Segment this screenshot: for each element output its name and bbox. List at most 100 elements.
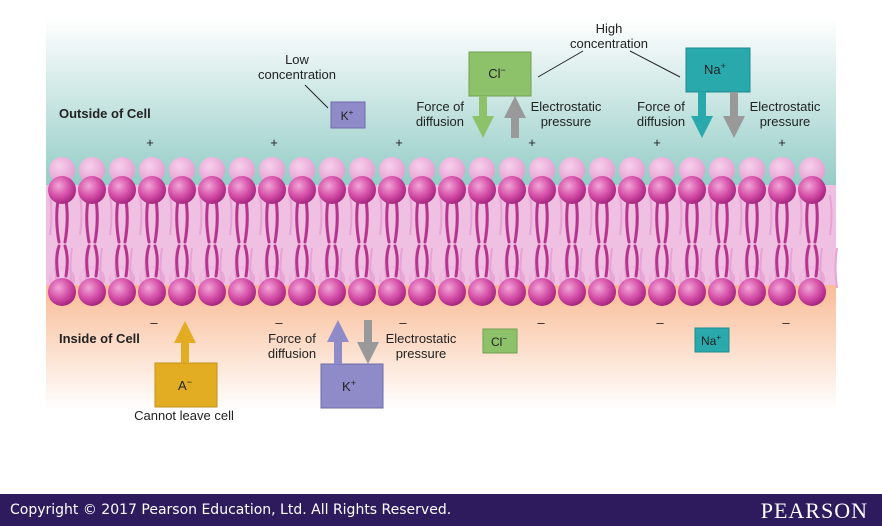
lipid-tail <box>715 244 721 278</box>
lipid-tail <box>603 244 609 278</box>
plus-sign: + <box>270 135 278 150</box>
outside-charges: + + + + + + <box>146 135 786 150</box>
lipid-tail <box>513 244 519 278</box>
lipid-head-back <box>769 157 795 183</box>
svg-text:Na+: Na+ <box>704 61 726 77</box>
lipid-tail <box>483 198 489 244</box>
lipid-tail <box>153 244 159 278</box>
lipid-head <box>588 278 616 306</box>
lipid-tail <box>805 198 811 244</box>
lipid-head <box>678 278 706 306</box>
a-blocked-arrow <box>174 321 196 363</box>
lipid-tail <box>303 244 309 278</box>
lipid-tail-back <box>289 194 293 236</box>
lipid-tail-back <box>499 194 503 236</box>
lipid-tail <box>393 198 399 244</box>
lipid-tail <box>565 244 571 278</box>
lipid-tail-back <box>199 194 203 236</box>
lipid-tail <box>273 198 279 244</box>
svg-text:Cl−: Cl− <box>491 334 507 349</box>
pointer-line <box>537 50 584 78</box>
k-electrostatic-line2: pressure <box>396 346 447 361</box>
lipid-tail <box>595 244 601 278</box>
pointer-line <box>629 50 681 78</box>
lipid-head-back <box>559 157 585 183</box>
lipid-tail <box>663 198 669 244</box>
cannot-leave-cell-label: Cannot leave cell <box>134 408 234 423</box>
lipid-tail-back <box>769 194 773 236</box>
lipid-tail-back <box>229 194 233 236</box>
lipid-tail <box>55 198 61 244</box>
lipid-tail <box>813 244 819 278</box>
lipid-tail <box>625 198 631 244</box>
high-concentration-line1: High <box>596 21 623 36</box>
lipid-tail <box>655 198 661 244</box>
outside-label: Outside of Cell <box>59 106 151 121</box>
cl-force-of-diffusion-line1: Force of <box>416 99 464 114</box>
lipid-tail <box>753 198 759 244</box>
lipid-tail-back <box>679 194 683 236</box>
cl-diffusion-arrow <box>472 96 494 138</box>
na-force-of-diffusion-line2: diffusion <box>637 114 685 129</box>
lipid-tail <box>475 244 481 278</box>
pointer-line <box>304 84 329 109</box>
membrane-front-heads <box>48 176 826 306</box>
lipid-head <box>798 176 826 204</box>
lipid-tail <box>273 244 279 278</box>
lipid-head-back <box>529 157 555 183</box>
lipid-tail-back <box>259 194 263 236</box>
lipid-tail <box>483 244 489 278</box>
lipid-tail <box>145 244 151 278</box>
lipid-head <box>498 176 526 204</box>
cl-electrostatic-arrow <box>504 96 526 138</box>
lipid-tail-back <box>834 247 838 289</box>
lipid-head <box>348 278 376 306</box>
lipid-tail <box>573 198 579 244</box>
lipid-tail <box>363 244 369 278</box>
lipid-tail-back <box>559 194 563 236</box>
lipid-tail <box>505 244 511 278</box>
minus-sign: – <box>782 315 790 330</box>
lipid-tail <box>453 198 459 244</box>
k-ion-inside: K+ <box>320 363 384 409</box>
lipid-tail <box>415 198 421 244</box>
lipid-tail <box>385 198 391 244</box>
lipid-head-back <box>709 157 735 183</box>
lipid-head-back <box>169 157 195 183</box>
lipid-tail <box>723 244 729 278</box>
plus-sign: + <box>146 135 154 150</box>
lipid-head <box>288 176 316 204</box>
lipid-tail <box>745 198 751 244</box>
cl-ion-inside: Cl− <box>482 328 518 354</box>
lipid-tail <box>183 198 189 244</box>
lipid-tail <box>85 244 91 278</box>
cl-ion-outside: Cl− <box>468 51 532 97</box>
lipid-tail-back <box>169 194 173 236</box>
lipid-tail <box>543 244 549 278</box>
minus-sign: – <box>399 315 407 330</box>
lipid-tail <box>453 244 459 278</box>
lipid-head <box>678 176 706 204</box>
svg-text:K+: K+ <box>341 108 354 123</box>
lipid-tail-back <box>139 194 143 236</box>
lipid-head <box>318 278 346 306</box>
lipid-head <box>138 176 166 204</box>
lipid-head <box>708 176 736 204</box>
lipid-head <box>78 278 106 306</box>
lipid-head-back <box>499 157 525 183</box>
lipid-head-back <box>439 157 465 183</box>
lipid-tail <box>265 244 271 278</box>
plus-sign: + <box>778 135 786 150</box>
lipid-tail <box>663 244 669 278</box>
lipid-tail <box>63 244 69 278</box>
lipid-tail <box>93 198 99 244</box>
minus-sign: – <box>537 315 545 330</box>
lipid-tail <box>423 198 429 244</box>
lipid-tail <box>475 198 481 244</box>
lipid-head-back <box>109 157 135 183</box>
lipid-tail-back <box>409 194 413 236</box>
lipid-head-back <box>349 157 375 183</box>
lipid-head <box>738 278 766 306</box>
svg-text:K+: K+ <box>342 378 356 394</box>
lipid-head-back <box>469 157 495 183</box>
